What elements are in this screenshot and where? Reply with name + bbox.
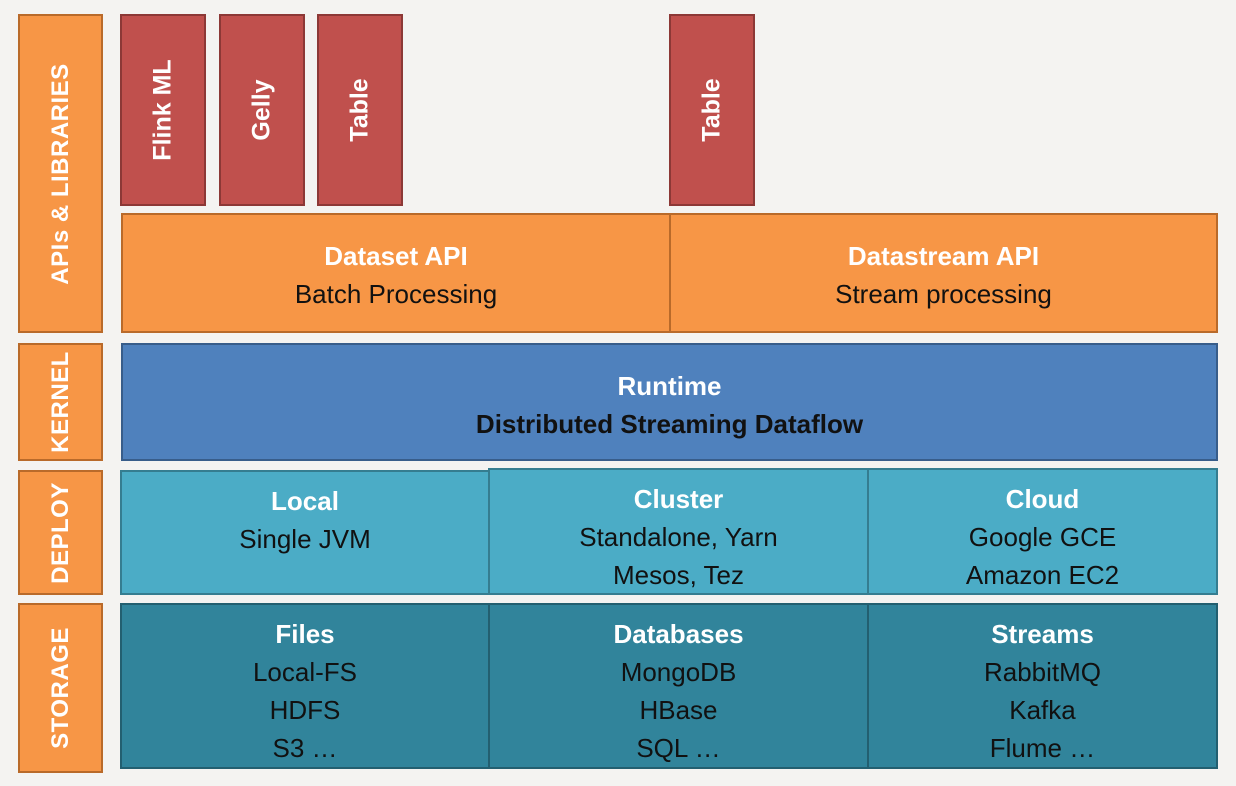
datastream-api-box: Datastream API Stream processing xyxy=(669,213,1218,333)
kernel-label-text: KERNEL xyxy=(46,351,74,453)
storage-databases-line: HBase xyxy=(639,695,718,725)
storage-files-line: Local-FS xyxy=(252,657,358,687)
deploy-cloud-line: Amazon EC2 xyxy=(965,560,1120,590)
deploy-cluster-content: Cluster Standalone, Yarn Mesos, Tez xyxy=(490,470,867,593)
dataset-api-box: Dataset API Batch Processing xyxy=(121,213,671,333)
table-batch-label: Table xyxy=(345,78,374,142)
storage-files-title: Files xyxy=(275,619,335,649)
deploy-cloud-content: Cloud Google GCE Amazon EC2 xyxy=(869,470,1216,593)
flink-ml-label: Flink ML xyxy=(148,59,177,161)
storage-files-content: Files Local-FS HDFS S3 … xyxy=(122,605,488,767)
runtime-kernel-box: Runtime Distributed Streaming Dataflow xyxy=(121,343,1218,461)
deploy-local-content: Local Single JVM xyxy=(122,472,488,593)
storage-files-box: Files Local-FS HDFS S3 … xyxy=(120,603,490,769)
deploy-local-title: Local xyxy=(271,486,339,516)
storage-streams-line: RabbitMQ xyxy=(983,657,1102,687)
storage-databases-box: Databases MongoDB HBase SQL … xyxy=(488,603,869,769)
deploy-cluster-line: Standalone, Yarn xyxy=(579,522,778,552)
storage-streams-line: Kafka xyxy=(1009,695,1076,725)
deploy-cloud-title: Cloud xyxy=(1005,484,1080,514)
storage-label-text: STORAGE xyxy=(46,627,74,749)
storage-streams-title: Streams xyxy=(991,619,1094,649)
deploy-local-line: Single JVM xyxy=(239,524,371,554)
runtime-subtitle: Distributed Streaming Dataflow xyxy=(475,409,864,439)
storage-layer-label: STORAGE xyxy=(18,603,103,773)
deploy-layer-label: DEPLOY xyxy=(18,470,103,595)
flink-ml-library-box: Flink ML xyxy=(120,14,206,206)
storage-streams-line: Flume … xyxy=(989,733,1096,763)
deploy-cluster-title: Cluster xyxy=(633,484,724,514)
runtime-content: Runtime Distributed Streaming Dataflow xyxy=(123,345,1216,459)
storage-databases-line: SQL … xyxy=(636,733,721,763)
storage-streams-content: Streams RabbitMQ Kafka Flume … xyxy=(869,605,1216,767)
deploy-local-box: Local Single JVM xyxy=(120,470,490,595)
kernel-layer-label: KERNEL xyxy=(18,343,103,461)
apis-libraries-layer-label: APIs & LIBRARIES xyxy=(18,14,103,333)
table-stream-label: Table xyxy=(697,78,726,142)
runtime-title: Runtime xyxy=(617,371,722,401)
dataset-api-title: Dataset API xyxy=(324,241,468,271)
dataset-api-content: Dataset API Batch Processing xyxy=(123,215,669,331)
table-stream-library-box: Table xyxy=(669,14,755,206)
storage-streams-box: Streams RabbitMQ Kafka Flume … xyxy=(867,603,1218,769)
storage-files-line: S3 … xyxy=(272,733,338,763)
apis-libraries-label-text: APIs & LIBRARIES xyxy=(46,62,74,285)
deploy-cluster-box: Cluster Standalone, Yarn Mesos, Tez xyxy=(488,468,869,595)
storage-files-line: HDFS xyxy=(269,695,341,725)
deploy-label-text: DEPLOY xyxy=(46,481,74,584)
datastream-api-subtitle: Stream processing xyxy=(835,279,1052,309)
storage-databases-content: Databases MongoDB HBase SQL … xyxy=(490,605,867,767)
storage-databases-title: Databases xyxy=(613,619,744,649)
storage-databases-line: MongoDB xyxy=(620,657,737,687)
deploy-cloud-line: Google GCE xyxy=(968,522,1117,552)
gelly-label: Gelly xyxy=(247,79,276,141)
table-batch-library-box: Table xyxy=(317,14,403,206)
gelly-library-box: Gelly xyxy=(219,14,305,206)
datastream-api-content: Datastream API Stream processing xyxy=(671,215,1216,331)
deploy-cluster-line: Mesos, Tez xyxy=(612,560,744,590)
dataset-api-subtitle: Batch Processing xyxy=(294,279,498,309)
datastream-api-title: Datastream API xyxy=(847,241,1040,271)
deploy-cloud-box: Cloud Google GCE Amazon EC2 xyxy=(867,468,1218,595)
